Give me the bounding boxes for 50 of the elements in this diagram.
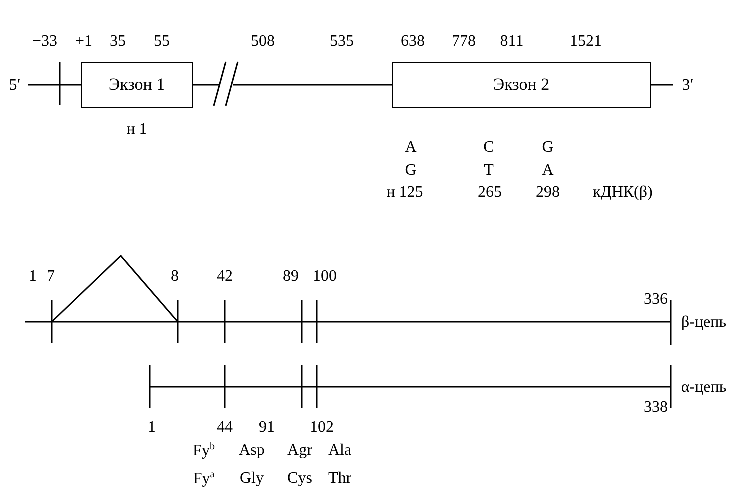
residue-number: 8: [171, 269, 179, 285]
nucleotide-label: н 125: [386, 185, 424, 201]
position-number: 508: [251, 34, 275, 50]
position-number: 811: [500, 34, 524, 50]
nucleotide: G: [405, 163, 417, 179]
nucleotide: A: [405, 140, 417, 156]
exon-label: Экзон 1: [108, 75, 166, 95]
residue-number: 102: [310, 420, 334, 436]
residue-number: 89: [283, 269, 299, 285]
residue-number: 44: [217, 420, 233, 436]
nucleotide: G: [542, 140, 554, 156]
position-number: 778: [452, 34, 476, 50]
residue-number: 338: [644, 400, 668, 416]
chain-label: α-цепь: [681, 380, 727, 396]
position-number: 55: [154, 34, 170, 50]
nucleotide-label: н 1: [126, 122, 148, 138]
amino-acid-label: Ala: [328, 443, 352, 459]
amino-acid-label: Asp: [239, 443, 265, 459]
amino-acid-label: Thr: [328, 471, 352, 487]
position-number: 1521: [570, 34, 602, 50]
amino-acid-label: Agr: [288, 443, 312, 459]
position-number: 535: [330, 34, 354, 50]
residue-number: 1: [148, 420, 156, 436]
residue-number: 7: [47, 269, 55, 285]
end-label: 5′: [9, 78, 21, 94]
residue-number: 1: [29, 269, 37, 285]
antigen-label: Fy$^{a}$: [193, 470, 215, 488]
chain-label: β-цепь: [682, 315, 726, 331]
exon-box: [392, 62, 651, 108]
exon-label: Экзон 2: [493, 75, 550, 95]
cdna-label: кДНК(β): [593, 185, 653, 201]
exon-box: [81, 62, 193, 108]
intron-line: [193, 84, 392, 86]
nucleotide: T: [484, 163, 494, 179]
nucleotide-label: 265: [478, 185, 502, 201]
residue-number: 100: [313, 269, 337, 285]
position-number: +1: [75, 34, 93, 50]
residue-number: 91: [259, 420, 275, 436]
position-number: 638: [401, 34, 425, 50]
amino-acid-label: Cys: [288, 471, 312, 487]
position-number: 35: [110, 34, 126, 50]
position-number: −33: [32, 34, 58, 50]
end-label: 3′: [682, 78, 694, 94]
nucleotide: C: [484, 140, 494, 156]
residue-number: 336: [644, 292, 668, 308]
antigen-label: Fy$^{b}$: [193, 442, 215, 460]
nucleotide-label: 298: [536, 185, 560, 201]
residue-number: 42: [217, 269, 233, 285]
nucleotide: A: [542, 163, 554, 179]
amino-acid-label: Gly: [240, 471, 264, 487]
